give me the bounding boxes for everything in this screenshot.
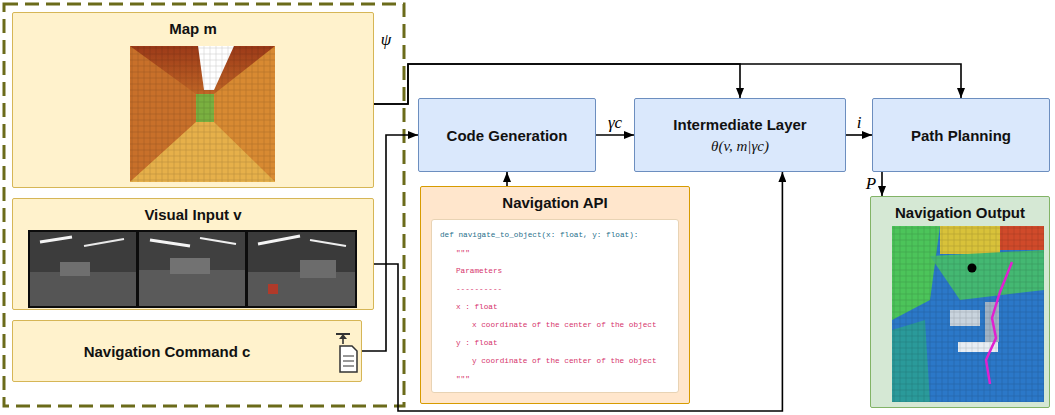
document-icon-part xyxy=(343,356,354,357)
camera-images-part xyxy=(28,230,357,308)
edge-label: γc xyxy=(608,113,622,133)
process-box: Path Planning xyxy=(872,98,1050,172)
flow-arrow xyxy=(374,64,740,104)
camera-images-part xyxy=(139,270,245,306)
node-title: Visual Input v xyxy=(144,205,241,224)
camera-images-part xyxy=(30,232,136,306)
document-icon-part xyxy=(340,346,357,372)
input-group-bracket xyxy=(4,4,404,406)
code-line: x coordinate of the center of the object xyxy=(472,316,657,334)
document-icon-part xyxy=(343,361,354,362)
camera-images-part xyxy=(139,232,245,306)
navigation-result-image-part xyxy=(892,226,1044,402)
edge-label: P xyxy=(866,174,876,194)
code-line: x : float xyxy=(456,298,498,316)
node-title: Navigation API xyxy=(502,193,607,212)
process-box: Intermediate Layer θ(v, m|γc) xyxy=(634,98,846,172)
camera-images-part xyxy=(84,239,124,246)
node-title: Path Planning xyxy=(911,126,1011,145)
code-line: def navigate_to_object(x: float, y: floa… xyxy=(440,226,638,244)
code-line: y : float xyxy=(456,334,498,352)
camera-images-part xyxy=(258,236,300,244)
edge-label: ψ xyxy=(381,30,392,50)
flow-arrow xyxy=(596,134,634,136)
node-formula: θ(v, m|γc) xyxy=(711,136,769,156)
node-title: Map m xyxy=(169,19,217,38)
code-line: """ xyxy=(456,244,470,262)
camera-images-part xyxy=(310,240,346,246)
node-title: Code Generation xyxy=(447,126,568,145)
flow-arrow xyxy=(506,172,508,186)
document-icon-part xyxy=(339,334,347,339)
camera-images xyxy=(28,230,357,308)
document-icon-part xyxy=(343,366,354,367)
camera-images-part xyxy=(200,238,236,244)
code-panel: def navigate_to_object(x: float, y: floa… xyxy=(431,219,679,393)
flow-arrow xyxy=(362,135,418,351)
voxel-map-image xyxy=(130,46,275,182)
edge-label: i xyxy=(857,113,862,133)
code-line: Parameters xyxy=(456,262,502,280)
voxel-map-image-part xyxy=(130,46,275,182)
command-panel: Navigation Command c xyxy=(12,320,362,382)
flow-arrow xyxy=(374,172,782,411)
code-line: """ xyxy=(456,370,470,388)
navigation-result-image-part xyxy=(892,226,1044,402)
camera-images-part xyxy=(30,272,136,306)
code-line: y coordinate of the center of the object xyxy=(472,352,657,370)
node-title: Navigation Command c xyxy=(84,342,251,361)
navigation-result-image-part xyxy=(986,262,1012,384)
api-panel: Navigation API def navigate_to_object(x: … xyxy=(420,186,690,404)
process-box: Code Generation xyxy=(418,98,596,172)
flow-arrow xyxy=(374,64,961,104)
camera-images-part xyxy=(150,240,190,246)
camera-images-part xyxy=(40,237,72,242)
flow-arrow xyxy=(846,134,872,136)
code-line: ---------- xyxy=(456,280,502,298)
camera-images-part xyxy=(60,262,90,276)
navigation-result-image-part xyxy=(968,264,977,273)
voxel-map-image-part xyxy=(130,46,275,182)
node-title: Intermediate Layer xyxy=(673,115,806,134)
camera-images-part xyxy=(170,258,210,274)
camera-images-part xyxy=(268,284,278,294)
node-title: Navigation Output xyxy=(895,203,1025,222)
camera-images-part xyxy=(248,232,355,306)
navigation-result-image xyxy=(892,226,1044,402)
flow-arrow xyxy=(881,172,883,196)
camera-images-part xyxy=(300,260,336,278)
document-icon xyxy=(336,334,357,372)
